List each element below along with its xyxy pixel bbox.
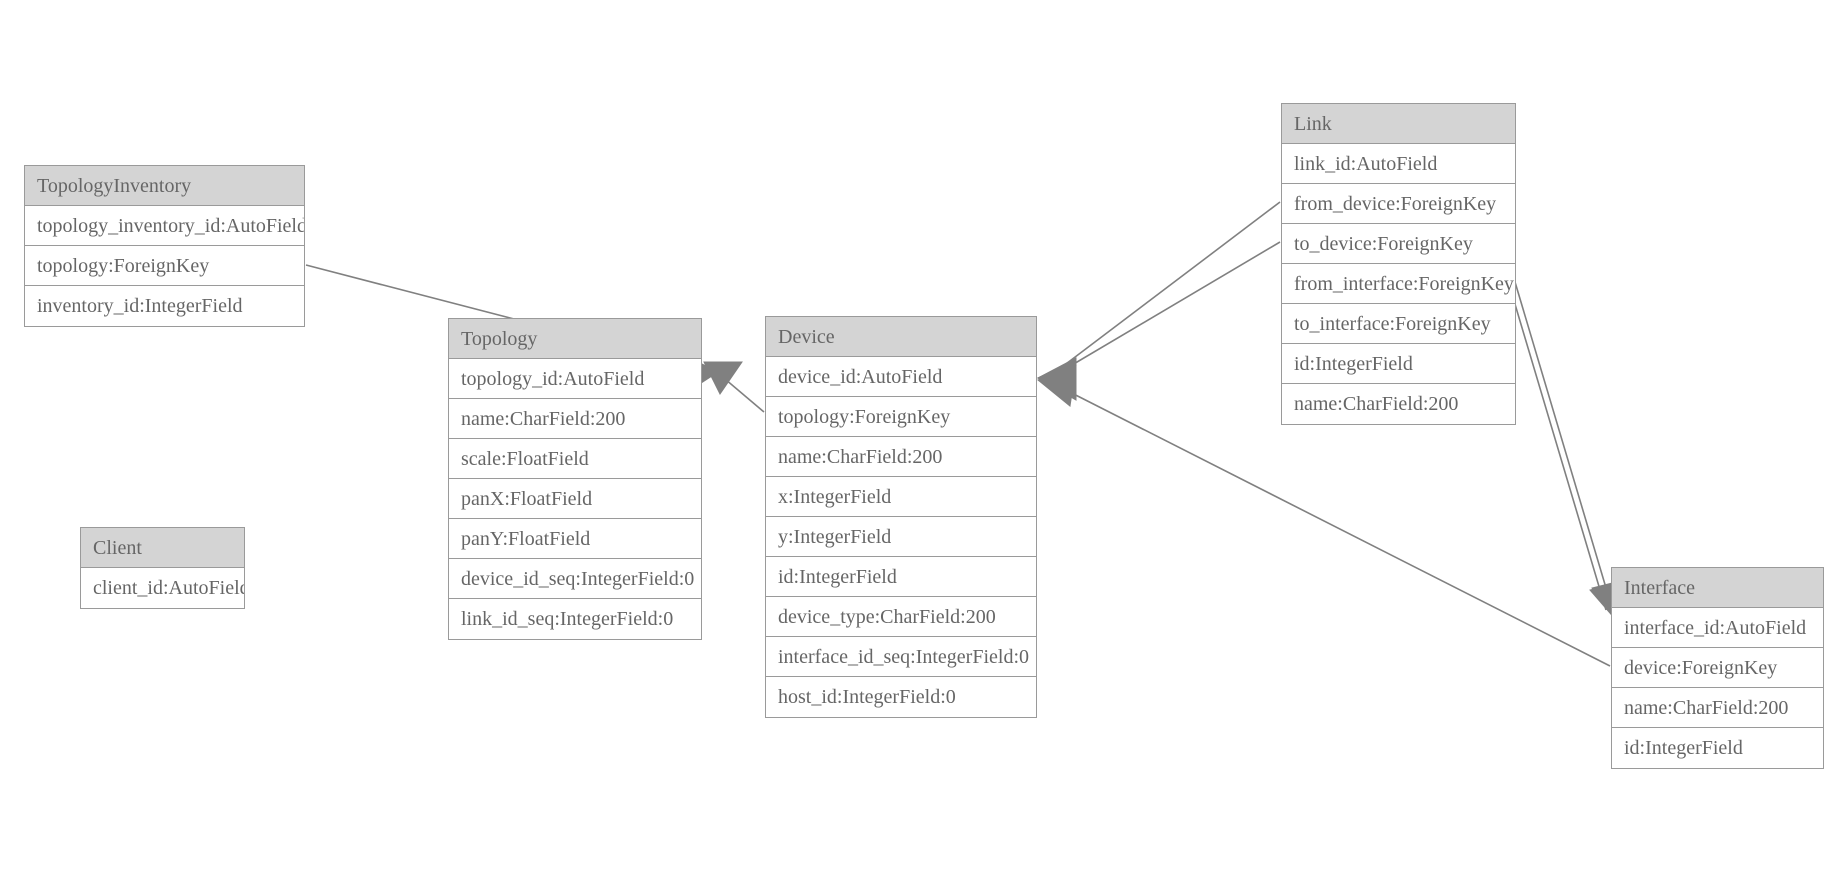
relation-link-from-interface-to-interface xyxy=(1514,281,1625,622)
field-row[interactable]: id:IntegerField xyxy=(766,557,1036,597)
field-row[interactable]: topology_id:AutoField xyxy=(449,359,701,399)
entity-title-topologyinventory: TopologyInventory xyxy=(25,166,304,206)
relation-link-to-device-to-device xyxy=(1036,241,1281,401)
field-row[interactable]: name:CharField:200 xyxy=(766,437,1036,477)
field-row[interactable]: link_id:AutoField xyxy=(1282,144,1515,184)
relation-line xyxy=(711,367,765,413)
field-row[interactable]: to_device:ForeignKey xyxy=(1282,224,1515,264)
field-row[interactable]: name:CharField:200 xyxy=(1612,688,1823,728)
field-row[interactable]: device:ForeignKey xyxy=(1612,648,1823,688)
relation-line xyxy=(1508,283,1607,611)
field-row[interactable]: interface_id:AutoField xyxy=(1612,608,1823,648)
field-row[interactable]: device_id:AutoField xyxy=(766,357,1036,397)
field-row[interactable]: scale:FloatField xyxy=(449,439,701,479)
arrowhead-icon xyxy=(1037,365,1077,407)
relation-line xyxy=(1049,241,1281,379)
field-row[interactable]: device_type:CharField:200 xyxy=(766,597,1036,637)
field-row[interactable]: link_id_seq:IntegerField:0 xyxy=(449,599,701,639)
field-row[interactable]: panX:FloatField xyxy=(449,479,701,519)
field-row[interactable]: y:IntegerField xyxy=(766,517,1036,557)
entity-title-device: Device xyxy=(766,317,1036,357)
relation-link-from-device-to-device xyxy=(1036,201,1281,399)
entity-title-topology: Topology xyxy=(449,319,701,359)
entity-title-link: Link xyxy=(1282,104,1515,144)
field-row[interactable]: host_id:IntegerField:0 xyxy=(766,677,1036,717)
field-row[interactable]: topology:ForeignKey xyxy=(25,246,304,286)
field-row[interactable]: from_device:ForeignKey xyxy=(1282,184,1515,224)
field-row[interactable]: inventory_id:IntegerField xyxy=(25,286,304,326)
relation-link-to-interface-to-interface xyxy=(1508,283,1623,622)
field-row[interactable]: name:CharField:200 xyxy=(1282,384,1515,424)
arrowhead-icon xyxy=(1036,359,1077,401)
arrowhead-icon xyxy=(703,361,743,395)
field-row[interactable]: panY:FloatField xyxy=(449,519,701,559)
field-row[interactable]: id:IntegerField xyxy=(1612,728,1823,768)
field-row[interactable]: x:IntegerField xyxy=(766,477,1036,517)
field-row[interactable]: to_interface:ForeignKey xyxy=(1282,304,1515,344)
relation-line xyxy=(1514,281,1613,609)
field-row[interactable]: interface_id_seq:IntegerField:0 xyxy=(766,637,1036,677)
field-row[interactable]: client_id:AutoField xyxy=(81,568,244,608)
relation-line xyxy=(1049,201,1281,377)
arrowhead-icon xyxy=(1036,357,1077,399)
field-row[interactable]: topology_inventory_id:AutoField xyxy=(25,206,304,246)
field-row[interactable]: topology:ForeignKey xyxy=(766,397,1036,437)
field-row[interactable]: id:IntegerField xyxy=(1282,344,1515,384)
field-row[interactable]: device_id_seq:IntegerField:0 xyxy=(449,559,701,599)
field-row[interactable]: name:CharField:200 xyxy=(449,399,701,439)
entity-title-client: Client xyxy=(81,528,244,568)
field-row[interactable]: from_interface:ForeignKey xyxy=(1282,264,1515,304)
entity-title-interface: Interface xyxy=(1612,568,1823,608)
relation-device-to-topology xyxy=(703,361,765,413)
